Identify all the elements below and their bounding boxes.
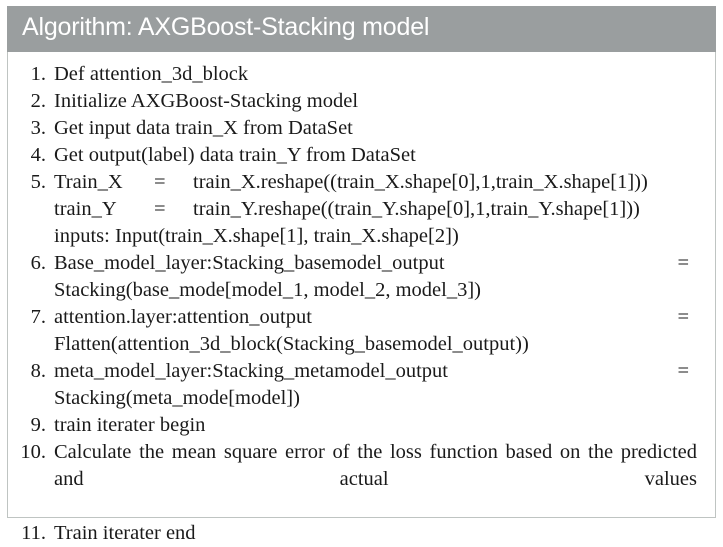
algorithm-step: 7. attention.layer:attention_output = Fl… xyxy=(8,304,715,358)
assignment-operator: = xyxy=(154,198,166,220)
step-text: Stacking(meta_mode[model]) xyxy=(54,387,300,409)
assignment-operator: = xyxy=(677,360,689,382)
step-text: Initialize AXGBoost-Stacking model xyxy=(54,90,359,112)
step-number: 11. xyxy=(21,522,46,544)
step-text: Get output(label) data train_Y from Data… xyxy=(54,144,416,166)
step-number: 9. xyxy=(30,414,46,436)
algorithm-box: Algorithm: AXGBoost-Stacking model 1. De… xyxy=(7,6,716,544)
step-text: train iterater begin xyxy=(54,414,206,436)
step-text: Calculate the mean square error of the l… xyxy=(54,441,697,490)
algorithm-step: 10. Calculate the mean square error of t… xyxy=(8,439,715,520)
algorithm-title: Algorithm: AXGBoost-Stacking model xyxy=(22,13,430,41)
assignment-operator: = xyxy=(154,171,166,193)
algorithm-step: 5. Train_X = train_X.reshape((train_X.sh… xyxy=(8,169,715,250)
assignment-variable: meta_model_layer:Stacking_metamodel_outp… xyxy=(54,360,448,382)
step-number: 1. xyxy=(30,63,46,85)
algorithm-header: Algorithm: AXGBoost-Stacking model xyxy=(7,6,716,52)
step-number: 3. xyxy=(30,117,46,139)
step-number: 6. xyxy=(30,252,46,274)
step-number: 10. xyxy=(20,441,46,463)
step-number: 2. xyxy=(30,90,46,112)
step-number: 5. xyxy=(30,171,46,193)
assignment-variable: Train_X xyxy=(54,171,123,193)
step-number: 7. xyxy=(30,306,46,328)
algorithm-step: 1. Def attention_3d_block xyxy=(8,61,715,88)
step-text: inputs: Input(train_X.shape[1], train_X.… xyxy=(54,225,459,247)
step-assignment-row: meta_model_layer:Stacking_metamodel_outp… xyxy=(54,358,699,385)
step-assignment-row: train_Y = train_Y.reshape((train_Y.shape… xyxy=(54,196,699,223)
step-text: Def attention_3d_block xyxy=(54,63,249,85)
algorithm-step: 3. Get input data train_X from DataSet xyxy=(8,115,715,142)
algorithm-step: 8. meta_model_layer:Stacking_metamodel_o… xyxy=(8,358,715,412)
step-number: 8. xyxy=(30,360,46,382)
algorithm-step: 2. Initialize AXGBoost-Stacking model xyxy=(8,88,715,115)
assignment-expression: train_X.reshape((train_X.shape[0],1,trai… xyxy=(193,171,648,193)
assignment-variable: Base_model_layer:Stacking_basemodel_outp… xyxy=(54,252,445,274)
step-text: Flatten(attention_3d_block(Stacking_base… xyxy=(54,333,529,355)
step-assignment-row: Base_model_layer:Stacking_basemodel_outp… xyxy=(54,250,699,277)
algorithm-step-list: 1. Def attention_3d_block 2. Initialize … xyxy=(8,61,715,547)
step-assignment-row: Train_X = train_X.reshape((train_X.shape… xyxy=(54,169,699,196)
assignment-operator: = xyxy=(677,252,689,274)
assignment-expression: train_Y.reshape((train_Y.shape[0],1,trai… xyxy=(193,198,640,220)
algorithm-step: 4. Get output(label) data train_Y from D… xyxy=(8,142,715,169)
algorithm-step: 11. Train iterater end xyxy=(8,520,715,547)
step-text: Get input data train_X from DataSet xyxy=(54,117,353,139)
step-assignment-row: attention.layer:attention_output = xyxy=(54,304,699,331)
algorithm-step: 9. train iterater begin xyxy=(8,412,715,439)
step-number: 4. xyxy=(30,144,46,166)
step-text: Stacking(base_mode[model_1, model_2, mod… xyxy=(54,279,481,301)
algorithm-body: 1. Def attention_3d_block 2. Initialize … xyxy=(7,52,716,544)
assignment-variable: train_Y xyxy=(54,198,117,220)
assignment-operator: = xyxy=(677,306,689,328)
assignment-variable: attention.layer:attention_output xyxy=(54,306,312,328)
algorithm-step: 6. Base_model_layer:Stacking_basemodel_o… xyxy=(8,250,715,304)
step-text: Train iterater end xyxy=(54,522,196,544)
